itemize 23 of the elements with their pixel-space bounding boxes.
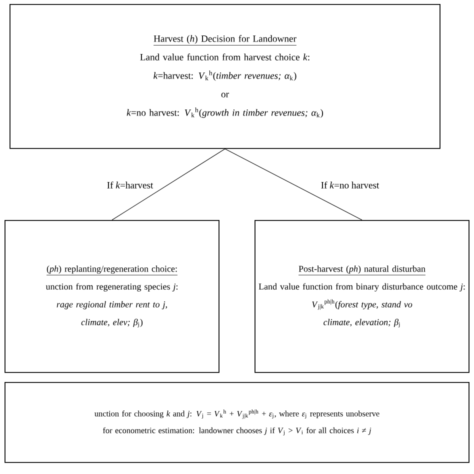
heading: Harvest (h) Decision for Landowner [153,35,297,46]
edge-label: If k=harvest [106,180,154,190]
body-text: Land value function from binary disturbance outcome j: [258,283,465,292]
body-text: or [221,92,229,98]
connector-line [224,148,362,220]
text-box [254,220,470,373]
body-text: unction for choosing k and j: V$_{j}$ = V$_{k}$$^{h}$ + V$_{j|k}$$^{ph|h}$ + ε$_{j}$, where ε$_{j}$ represents unobserve [94,410,380,419]
edge-label: If k=no harvest [320,180,380,190]
body-text: k=harvest: V$_{k}$$^{h}$(timber revenues; α$_{k}$) [154,70,296,81]
body-text: k=no harvest: V$_{k}$$^{h}$(growth in timber revenues; α$_{k}$) [126,108,324,118]
connector-line [112,148,226,220]
body-text: climate, elevation; β$_{j}$ [324,318,400,328]
text-box [4,220,220,373]
body-text: unction from regenerating species j: [46,283,178,292]
body-text: Land value function from harvest choice k: [140,54,310,60]
body-text: rage regional timber rent to j, [56,301,167,310]
text-box [10,4,440,149]
heading: (ph) replanting/regeneration choice: [46,266,178,276]
text-box [4,382,470,463]
body-text: V$_{j|k}$$^{ph|h}$(forest type, stand vo [312,299,412,310]
heading: Post-harvest (ph) natural disturban [298,266,426,276]
body-text: for econometric estimation: landowner chooses j if V$_{j}$ > V$_{i}$ for all choices i ≠ j [102,427,372,436]
body-text: climate, elev; β$_{j}$) [81,318,143,328]
